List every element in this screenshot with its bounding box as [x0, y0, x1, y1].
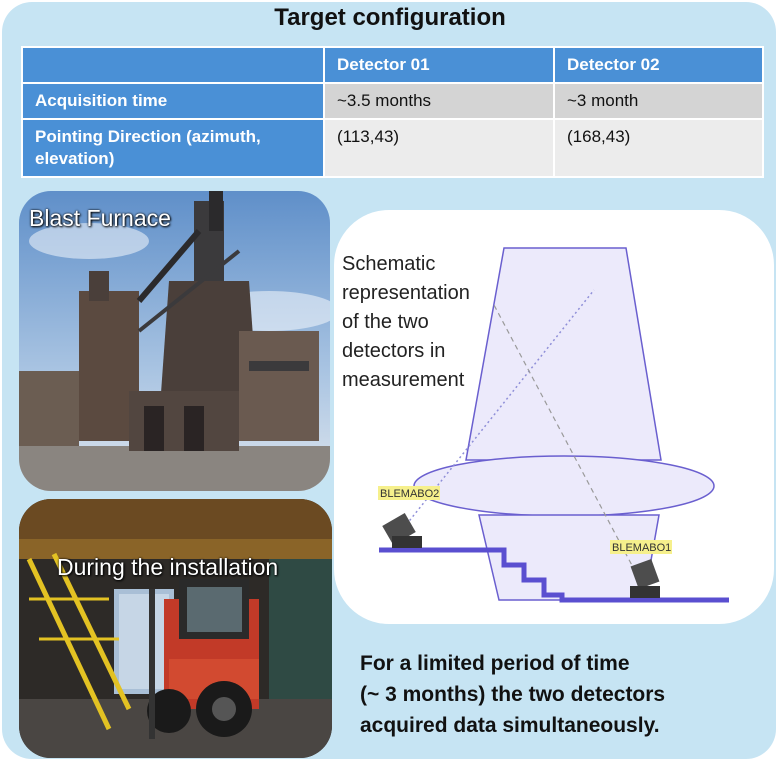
table-cell: ~3 month [553, 82, 764, 120]
caption-line: of the two [342, 311, 429, 333]
furnace-belly-shape [413, 455, 715, 517]
summary-line: acquired data simultaneously. [360, 714, 660, 737]
row-label: Acquisition time [21, 82, 325, 120]
table-cell: (113,43) [323, 118, 555, 178]
table-cell: (168,43) [553, 118, 764, 178]
installation-image [19, 499, 332, 758]
detector02-sight-line [393, 289, 595, 541]
summary-text: For a limited period of time (~ 3 months… [360, 648, 665, 741]
row-label: Pointing Direction (azimuth, elevation) [21, 118, 325, 178]
detector02-label: BLEMABO2 [380, 488, 439, 500]
table-header-cell: Detector 02 [553, 46, 764, 84]
detector02-label-bg [378, 486, 440, 500]
schematic-diagram: BLEMABO2 BLEMABO1 [378, 247, 729, 603]
caption-line: detectors in [342, 340, 446, 362]
table-cell: ~3.5 months [323, 82, 555, 120]
blast-furnace-label: Blast Furnace [29, 205, 171, 231]
detector01-icon [630, 558, 660, 598]
blast-furnace-photo: Blast Furnace [19, 191, 330, 491]
ground-stairs-line [379, 547, 729, 603]
detector01-label: BLEMABO1 [612, 542, 671, 554]
table-header-row: Detector 01 Detector 02 [21, 46, 764, 84]
caption-line: Schematic [342, 253, 436, 275]
installation-label: During the installation [57, 554, 279, 580]
detector02-icon [382, 512, 422, 548]
page-title: Target configuration [274, 4, 506, 31]
caption-line: representation [342, 282, 470, 304]
summary-line: For a limited period of time [360, 652, 630, 675]
summary-line: (~ 3 months) the two detectors [360, 683, 666, 706]
table-header-cell [21, 46, 325, 84]
blast-furnace-image [19, 191, 330, 491]
table-header-cell: Detector 01 [323, 46, 555, 84]
detector01-label-bg [610, 540, 672, 554]
table-row: Acquisition time ~3.5 months ~3 month [21, 82, 764, 120]
configuration-table: Detector 01 Detector 02 Acquisition time… [21, 46, 764, 178]
installation-photo: During the installation [19, 499, 332, 758]
table-row: Pointing Direction (azimuth, elevation) … [21, 118, 764, 178]
schematic-caption: Schematic representation of the two dete… [342, 250, 470, 395]
furnace-shaft-shape [465, 247, 662, 461]
schematic-panel: BLEMABO2 BLEMABO1 [334, 210, 774, 624]
caption-line: measurement [342, 369, 465, 391]
